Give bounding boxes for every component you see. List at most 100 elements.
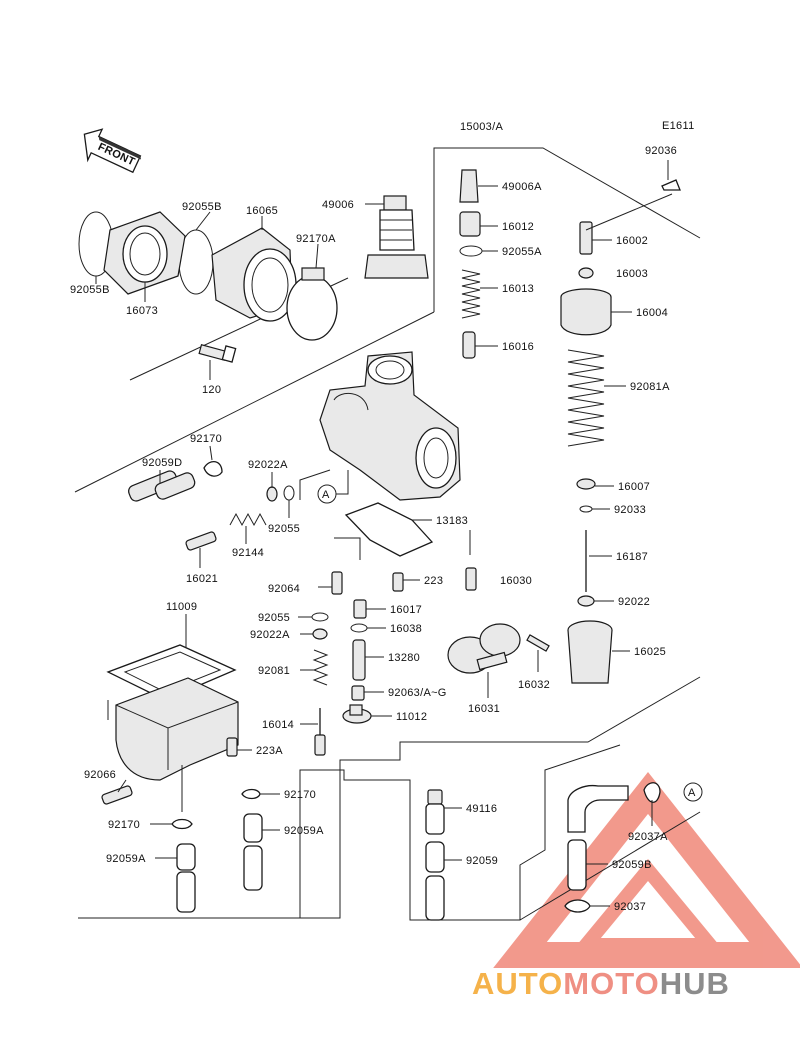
oring-16038 <box>350 623 368 633</box>
label-16021: 16021 <box>186 573 218 585</box>
label-92059a-b: 92059A <box>284 825 324 837</box>
hose-92059-b <box>425 875 445 921</box>
jet-16017 <box>353 599 367 619</box>
spring-92081a <box>567 349 605 447</box>
label-49006a: 49006A <box>502 181 542 193</box>
clip-92170-bot <box>171 818 193 830</box>
label-92170a: 92170A <box>296 233 336 245</box>
label-223: 223 <box>424 575 443 587</box>
clamp-92170a <box>286 267 338 341</box>
screw-92066 <box>101 785 133 805</box>
throttle-valve-16025 <box>567 620 613 684</box>
watermark-part2: MOTO <box>563 966 659 1001</box>
label-120: 120 <box>202 384 221 396</box>
label-16002: 16002 <box>616 235 648 247</box>
adjuster-16002 <box>579 221 593 255</box>
hose-92059d <box>128 470 196 502</box>
clip-92033 <box>579 505 593 513</box>
cap-16004 <box>560 288 612 336</box>
label-92022-right: 92022 <box>618 596 650 608</box>
label-92037: 92037 <box>614 901 646 913</box>
float-bowl <box>115 677 239 781</box>
svg-text:AUTOMOTOHUB: AUTOMOTOHUB <box>472 966 730 1001</box>
hose-92059-a <box>425 841 445 873</box>
label-92055b-top: 92055B <box>182 201 222 213</box>
label-92036: 92036 <box>645 145 677 157</box>
washer-92022a-low <box>312 628 328 640</box>
label-16004: 16004 <box>636 307 668 319</box>
boot-49006 <box>364 195 429 279</box>
oring-92055-low <box>311 612 329 622</box>
label-16187: 16187 <box>616 551 648 563</box>
label-92170-mid: 92170 <box>190 433 222 445</box>
label-13183: 13183 <box>436 515 468 527</box>
label-92055b-left: 92055B <box>70 284 110 296</box>
label-16016: 16016 <box>502 341 534 353</box>
label-15003a: 15003/A <box>460 121 503 133</box>
screw-223 <box>392 572 404 592</box>
jet-92064 <box>331 571 343 595</box>
gasket-11009 <box>106 644 237 701</box>
label-16032: 16032 <box>518 679 550 691</box>
spring-92144 <box>229 512 267 527</box>
watermark-text: AUTOMOTOHUB <box>472 966 730 1001</box>
label-92059d: 92059D <box>142 457 182 469</box>
label-16025: 16025 <box>634 646 666 658</box>
oring-92055-mid <box>283 485 295 501</box>
watermark-part3: HUB <box>660 966 730 1001</box>
label-16038: 16038 <box>390 623 422 635</box>
ref-marker-a-carb: A <box>317 470 349 504</box>
float-16031 <box>447 623 521 674</box>
spring-16013 <box>461 269 481 319</box>
label-16065: 16065 <box>246 205 278 217</box>
label-92170-bot: 92170 <box>108 819 140 831</box>
cap-49006a <box>459 169 479 203</box>
label-13280: 13280 <box>388 652 420 664</box>
label-16003: 16003 <box>616 268 648 280</box>
bolt-120 <box>198 344 237 363</box>
label-49116: 49116 <box>466 803 497 815</box>
washer-92022a-mid <box>266 486 278 502</box>
baffle-11012 <box>342 704 372 724</box>
main-jet-92063 <box>351 685 365 701</box>
gasket-13183 <box>344 502 434 557</box>
label-223a: 223A <box>256 745 283 757</box>
label-92059b: 92059B <box>612 859 652 871</box>
leader-lines <box>95 160 673 907</box>
fitting-49116 <box>425 789 445 835</box>
clip-92170-mid <box>203 461 223 477</box>
label-16030: 16030 <box>500 575 532 587</box>
spring-92081 <box>312 649 329 686</box>
hose-92059a-b <box>243 813 263 843</box>
label-92064: 92064 <box>268 583 300 595</box>
plunger-16016 <box>462 331 476 359</box>
clip-92170-low <box>241 788 261 800</box>
label-16017: 16017 <box>390 604 422 616</box>
carburetor-body <box>319 351 461 501</box>
ref-marker-a-label: A <box>322 489 330 501</box>
clip-92036 <box>661 179 681 191</box>
label-92055-low: 92055 <box>258 612 290 624</box>
label-92081: 92081 <box>258 665 290 677</box>
label-11012: 11012 <box>396 711 427 723</box>
label-92022a-mid: 92022A <box>248 459 288 471</box>
exploded-view-frame <box>74 147 701 921</box>
seat-16007 <box>576 478 596 490</box>
screw-223a <box>226 737 238 757</box>
label-92059: 92059 <box>466 855 498 867</box>
clip-92037a <box>643 782 661 803</box>
label-16007: 16007 <box>618 481 650 493</box>
label-11009: 11009 <box>166 601 197 613</box>
washer-92022 <box>577 595 595 607</box>
watermark-part1: AUTO <box>472 966 563 1001</box>
watermark-logo <box>493 772 800 968</box>
ref-marker-a-detail-label: A <box>688 787 696 799</box>
float-valve-16014 <box>314 708 326 756</box>
label-92059a-a: 92059A <box>106 853 146 865</box>
label-16073: 16073 <box>126 305 158 317</box>
label-92063: 92063/A~G <box>388 687 447 699</box>
hose-92059b <box>567 784 629 891</box>
holder-plate-16073 <box>103 211 186 295</box>
nut-16003 <box>578 267 594 279</box>
